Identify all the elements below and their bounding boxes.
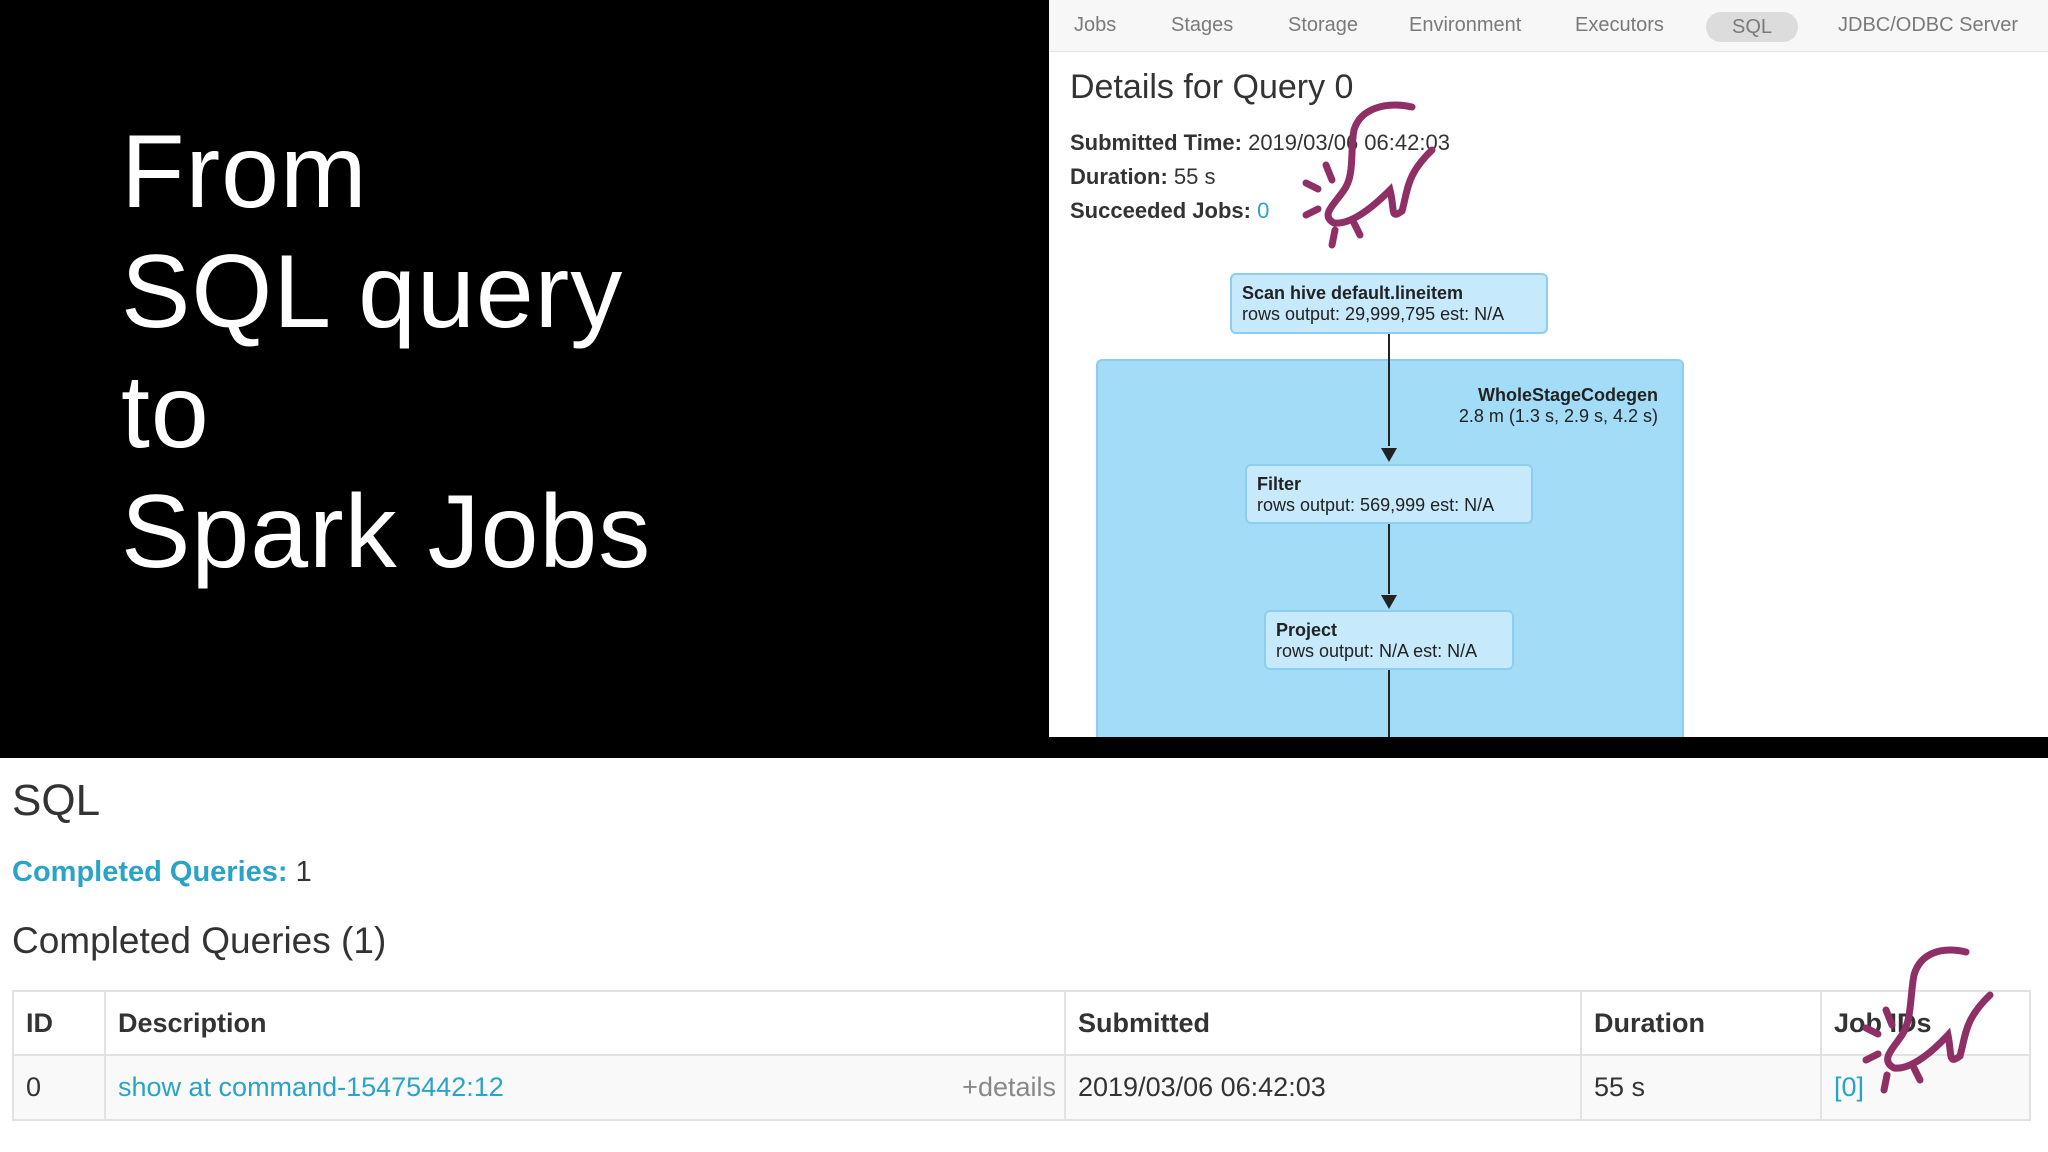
- duration-label: Duration:: [1070, 164, 1168, 189]
- dag-node-filter[interactable]: Filter rows output: 569,999 est: N/A: [1245, 464, 1533, 524]
- tab-stages[interactable]: Stages: [1171, 14, 1234, 36]
- slide-line: to: [121, 354, 210, 470]
- completed-queries-link[interactable]: Completed Queries:: [12, 856, 288, 888]
- dag-node-project[interactable]: Project rows output: N/A est: N/A: [1264, 610, 1514, 670]
- cell-id: 0: [12, 1054, 106, 1121]
- column-header-id[interactable]: ID: [12, 990, 106, 1056]
- tab-sql[interactable]: SQL: [1706, 12, 1798, 42]
- click-annotation-icon: [1862, 946, 1994, 1094]
- submitted-label: Submitted Time:: [1070, 130, 1242, 155]
- arrow-head-icon: [1381, 448, 1397, 462]
- column-header-submitted[interactable]: Submitted: [1064, 990, 1582, 1056]
- completed-queries-heading[interactable]: Completed Queries (1): [12, 920, 387, 961]
- cluster-metrics: 2.8 m (1.3 s, 2.9 s, 4.2 s): [1458, 406, 1658, 426]
- column-header-duration[interactable]: Duration: [1580, 990, 1822, 1056]
- page-title: Details for Query 0: [1070, 68, 1354, 106]
- cell-description: show at command-15475442:12 +details: [104, 1054, 1066, 1121]
- cluster-label: WholeStageCodegen 2.8 m (1.3 s, 2.9 s, 4…: [1459, 385, 1658, 427]
- column-header-description[interactable]: Description: [104, 990, 1066, 1056]
- node-metrics: rows output: 569,999 est: N/A: [1257, 495, 1495, 515]
- dag-cluster-wholestagecodegen: WholeStageCodegen 2.8 m (1.3 s, 2.9 s, 4…: [1096, 359, 1684, 737]
- node-name: Scan hive default.lineitem: [1242, 283, 1464, 303]
- table-header-row: ID Description Submitted Duration Job ID…: [12, 990, 2031, 1056]
- completed-queries-summary: Completed Queries: 1: [12, 856, 312, 889]
- slide-line: From: [121, 114, 368, 230]
- dag-edge: [1388, 670, 1390, 737]
- cell-duration: 55 s: [1580, 1054, 1822, 1121]
- arrow-head-icon: [1381, 595, 1397, 609]
- column-header-job-ids[interactable]: Job IDs: [1820, 990, 2031, 1056]
- dag-node-scan[interactable]: Scan hive default.lineitem rows output: …: [1230, 273, 1548, 334]
- job-id-link[interactable]: [0]: [1834, 1072, 1865, 1102]
- slide-line: SQL query: [121, 234, 624, 350]
- node-name: Filter: [1257, 474, 1302, 494]
- dag-edge: [1388, 334, 1390, 446]
- cluster-name: WholeStageCodegen: [1477, 385, 1658, 405]
- table-row: 0 show at command-15475442:12 +details 2…: [12, 1054, 2031, 1121]
- sql-page-title: SQL: [12, 776, 101, 825]
- succeeded-label: Succeeded Jobs:: [1070, 198, 1251, 223]
- tab-environment[interactable]: Environment: [1409, 14, 1522, 36]
- slide-title: From SQL query to Spark Jobs: [121, 112, 651, 592]
- duration-value: 55 s: [1173, 164, 1216, 189]
- click-annotation-icon: [1302, 101, 1436, 249]
- tab-storage[interactable]: Storage: [1288, 14, 1359, 36]
- node-metrics: rows output: N/A est: N/A: [1276, 641, 1478, 661]
- submitted-time: Submitted Time: 2019/03/06 06:42:03: [1070, 130, 1450, 156]
- spark-nav-bar: Jobs Stages Storage Environment Executor…: [1049, 0, 2048, 52]
- details-toggle[interactable]: +details: [962, 1072, 1056, 1102]
- cell-job-ids: [0]: [1820, 1054, 2031, 1121]
- description-link[interactable]: show at command-15475442:12: [118, 1072, 504, 1102]
- completed-count: 1: [295, 856, 312, 888]
- node-name: Project: [1276, 620, 1338, 640]
- tab-executors[interactable]: Executors: [1575, 14, 1664, 36]
- slide-line: Spark Jobs: [121, 474, 652, 590]
- dag-edge: [1388, 524, 1390, 594]
- query-details-screenshot: Jobs Stages Storage Environment Executor…: [1049, 0, 2048, 737]
- completed-queries-table: ID Description Submitted Duration Job ID…: [12, 990, 2031, 1121]
- succeeded-jobs: Succeeded Jobs: 0: [1070, 198, 1269, 224]
- node-metrics: rows output: 29,999,795 est: N/A: [1242, 304, 1505, 324]
- tab-jdbc-odbc-server[interactable]: JDBC/ODBC Server: [1838, 14, 2019, 36]
- cell-submitted: 2019/03/06 06:42:03: [1064, 1054, 1582, 1121]
- duration: Duration: 55 s: [1070, 164, 1215, 190]
- tab-jobs[interactable]: Jobs: [1074, 14, 1117, 36]
- succeeded-job-link[interactable]: 0: [1257, 198, 1270, 223]
